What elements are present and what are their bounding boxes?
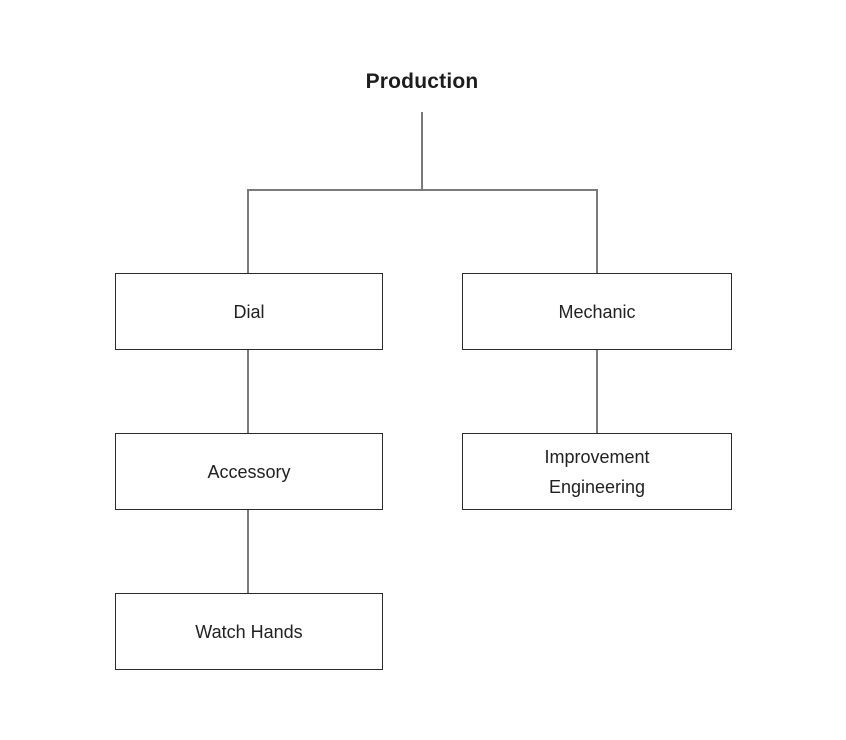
node-accessory-label: Accessory [207, 461, 291, 482]
node-dial[interactable]: Dial [115, 273, 383, 350]
connector-branch-spine [247, 189, 598, 191]
node-mechanic[interactable]: Mechanic [462, 273, 732, 350]
connector-root-stem [421, 112, 423, 190]
node-improvement-engineering[interactable]: Improvement Engineering [462, 433, 732, 510]
node-dial-label: Dial [233, 301, 265, 322]
node-watch-hands[interactable]: Watch Hands [115, 593, 383, 670]
node-improvement-engineering-label: Improvement Engineering [544, 446, 650, 497]
connector-drop-to-mechanic [596, 189, 598, 274]
connector-mechanic-to-improvement [596, 350, 598, 434]
node-accessory[interactable]: Accessory [115, 433, 383, 510]
root-node-production[interactable]: Production [365, 70, 479, 93]
node-watch-hands-label: Watch Hands [195, 621, 303, 642]
node-mechanic-label: Mechanic [558, 301, 636, 322]
connector-accessory-to-watchhands [247, 510, 249, 594]
connector-drop-to-dial [247, 189, 249, 274]
connector-dial-to-accessory [247, 350, 249, 434]
